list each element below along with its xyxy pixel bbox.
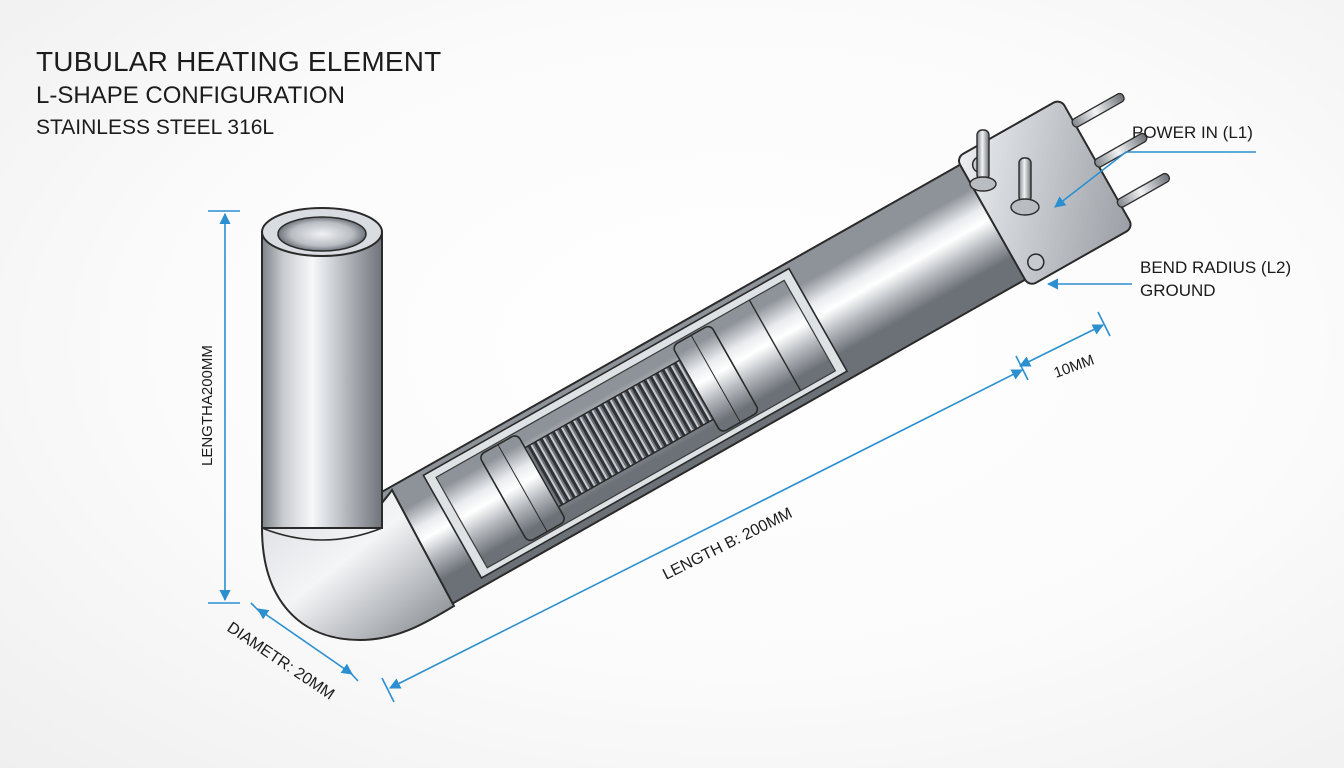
diameter-dimension: [257, 608, 353, 675]
tube-bore: [277, 216, 367, 252]
terminal-pin: [1071, 92, 1125, 128]
horizontal-tube: [362, 92, 1171, 617]
terminal-length-label: 10MM: [1052, 352, 1097, 382]
diagram-subtitle: L-SHAPE CONFIGURATION: [36, 82, 345, 109]
title-block: TUBULAR HEATING ELEMENT L-SHAPE CONFIGUR…: [36, 44, 441, 144]
diagram-title: TUBULAR HEATING ELEMENT: [36, 46, 442, 77]
terminal-length-dimension: [1018, 324, 1105, 367]
bend-seam: [261, 527, 383, 541]
dimension-lines: [208, 151, 1256, 703]
vertical-tube: [261, 207, 383, 541]
terminal-pin: [1116, 172, 1171, 208]
length-b-dimension: [388, 369, 1024, 689]
ground-label: GROUND: [1140, 281, 1216, 300]
bend-radius-label: BEND RADIUS (L2): [1140, 258, 1291, 277]
block-screw: [1027, 253, 1045, 271]
length-b-label: LENGTH B: 200MM: [660, 505, 795, 584]
material-label: STAINLESS STEEL 316L: [36, 116, 275, 139]
power-in-label: POWER IN (L1): [1132, 123, 1253, 142]
terminal-posts: [969, 129, 1040, 216]
length-a-label: LENGTHA200MM: [199, 345, 216, 466]
power-in-leader: [1054, 151, 1256, 208]
